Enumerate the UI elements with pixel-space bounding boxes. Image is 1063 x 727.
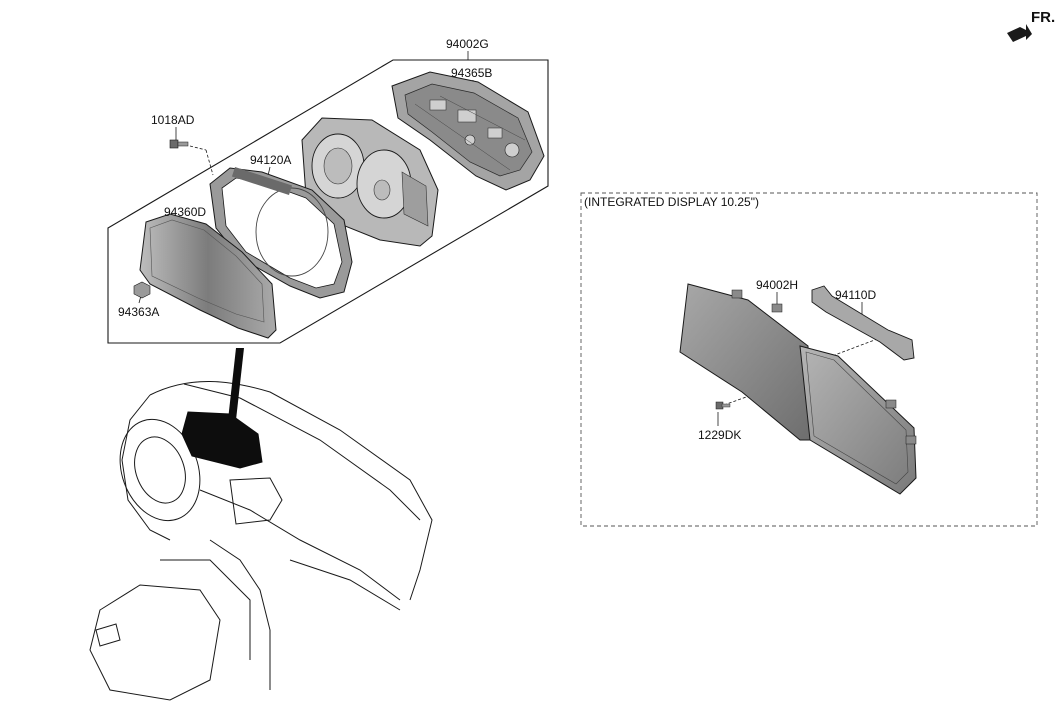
cluster-location-highlight [181,348,263,469]
part-label-1229DK: 1229DK [698,428,742,442]
screw-part [715,401,731,410]
rear-case-part [391,71,545,191]
integrated-display-title: (INTEGRATED DISPLAY 10.25") [584,195,759,209]
bolt-part [169,139,189,149]
front-lens-part [139,213,277,339]
part-label-94110D: 94110D [835,288,877,302]
front-arrow-icon [1007,24,1032,42]
bracket-part [811,285,915,361]
part-label-94360D: 94360D [164,205,207,219]
part-label-94365B: 94365B [451,66,493,80]
dashboard-illustration [89,381,433,701]
integrated-display-box [580,192,1038,527]
integrated-display-part [679,283,917,495]
part-label-94002G: 94002G [446,37,489,51]
part-label-1018AD: 1018AD [151,113,195,127]
part-label-94363A: 94363A [118,305,160,319]
cluster-exploded-frame [107,59,549,344]
part-label-94002H: 94002H [756,278,799,292]
front-direction-label: FR. [1031,9,1056,26]
part-label-94120A: 94120A [250,153,292,167]
clip-part [133,281,151,299]
